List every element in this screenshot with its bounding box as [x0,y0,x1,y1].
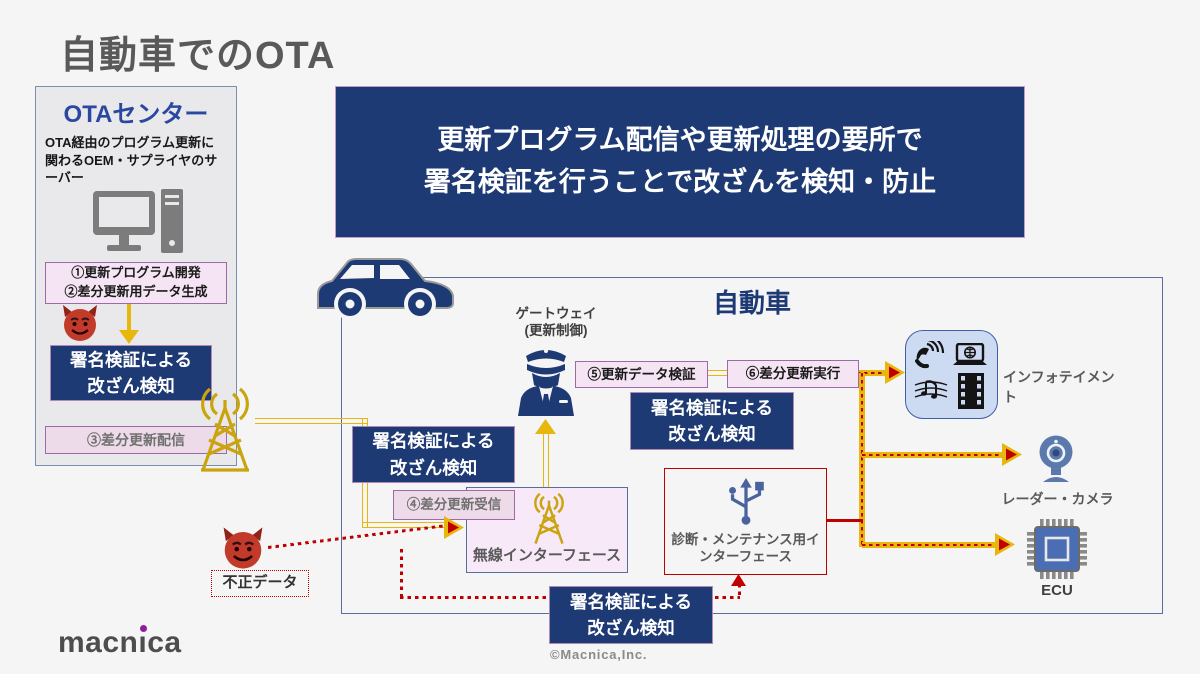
film-strip-icon [958,373,984,409]
usb-icon [729,477,764,525]
verify-line2: 改ざん検知 [668,424,756,444]
verify-box-wireless: 署名検証による 改ざん検知 [352,426,515,483]
step1-label: ①更新プログラム開発 [71,265,201,281]
verify-line1: 署名検証による [570,591,692,612]
attacker-devil-icon [63,305,97,341]
verify-box-ota-center: 署名検証による 改ざん検知 [50,345,212,401]
step6-box: ⑥差分更新実行 [727,360,859,388]
car-icon [317,258,454,320]
verify-line2: 改ざん検知 [587,618,675,638]
vehicle-box [341,277,1163,614]
macnica-logo: macnıca [58,626,182,660]
attack-line-up-into-diag [738,584,741,598]
flow-line-diag-to-bus [826,519,863,522]
infotainment-box [905,330,998,419]
copyright-text: ©Macnica,Inc. [550,647,648,662]
music-notes-icon [914,380,948,399]
vehicle-label: 自動車 [712,288,791,318]
attacker-devil-icon-bottom [223,527,263,569]
gateway-label-line2: (更新制御) [524,322,588,338]
logo-part: macn [58,626,139,659]
verify-line2: 改ざん検知 [87,376,175,396]
logo-dotted-i: ı [138,626,148,659]
malicious-data-label: 不正データ [211,570,309,597]
gateway-officer-icon [518,349,574,416]
arrowhead-into-ecu [995,533,1015,556]
gateway-label-line1: ゲートウェイ [515,306,597,321]
arrowhead-down-to-verify [119,330,139,344]
arrowhead-into-wireless [444,516,464,539]
flow-line-ota-to-car [255,418,368,424]
wireless-interface-label: 無線インターフェース [472,547,622,564]
step5-box: ⑤更新データ検証 [575,361,708,388]
wireless-interface-box: 無線インターフェース [466,487,628,573]
diagnostic-interface-label: 診断・メンテナンス用インターフェース [671,531,820,565]
attack-line-down [400,549,403,598]
gateway-label: ゲートウェイ (更新制御) [498,306,614,340]
verify-line1: 署名検証による [651,397,773,418]
verify-line2: 改ざん検知 [389,457,478,478]
arrowhead-into-radar [1002,443,1022,466]
phone-icon [915,341,945,369]
radar-camera-icon [1039,435,1073,482]
arrowhead-up-to-gateway [535,419,556,434]
flow-line-dev-to-verify [127,300,131,332]
radar-camera-label: レーダー・カメラ [1001,491,1114,507]
flow-line-vertical-right [859,373,865,547]
banner-line1: 更新プログラム配信や更新処理の要所で [437,125,923,156]
radio-tower-icon-large [201,387,249,472]
ecu-label: ECU [1041,582,1073,599]
verify-box-diagnostic: 署名検証による 改ざん検知 [549,586,713,644]
laptop-globe-icon [953,343,987,365]
key-message-banner: 更新プログラム配信や更新処理の要所で 署名検証を行うことで改ざんを検知・防止 [335,86,1025,238]
verify-box-gateway: 署名検証による 改ざん検知 [630,392,794,450]
flow-line-wireless-to-gateway [543,433,549,487]
logo-part: ca [147,626,182,659]
flow-line-to-infotainment [857,370,889,376]
verify-line1: 署名検証による [70,349,192,370]
verify-line1: 署名検証による [372,431,495,452]
flow-line-into-wireless [362,522,448,528]
ota-step-3: ③差分更新配信 [45,426,227,454]
server-computer-icon [93,189,183,253]
infotainment-label: インフォテイメント [1003,369,1115,405]
page-title: 自動車でのOTA [60,35,336,77]
ota-center-description: OTA経由のプログラム更新に関わるOEM・サプライヤのサーバー [45,135,218,186]
flow-line-step5-step6 [705,370,729,376]
diagnostic-interface-box: 診断・メンテナンス用インターフェース [664,468,827,575]
ecu-chip-icon [1027,519,1087,579]
flow-line-to-radar [862,452,1005,458]
flow-line-to-ecu [862,542,998,548]
radio-tower-icon-small [534,492,564,544]
arrowhead-up-into-diag [731,574,746,586]
arrowhead-into-infotainment [885,361,905,384]
banner-line2: 署名検証を行うことで改ざんを検知・防止 [423,167,937,197]
step2-label: ②差分更新用データ生成 [64,284,208,299]
ota-steps-1-2: ①更新プログラム開発 ②差分更新用データ生成 [45,262,227,304]
step4-box: ④差分更新受信 [393,490,515,520]
ota-center-title: OTAセンター [63,101,209,128]
